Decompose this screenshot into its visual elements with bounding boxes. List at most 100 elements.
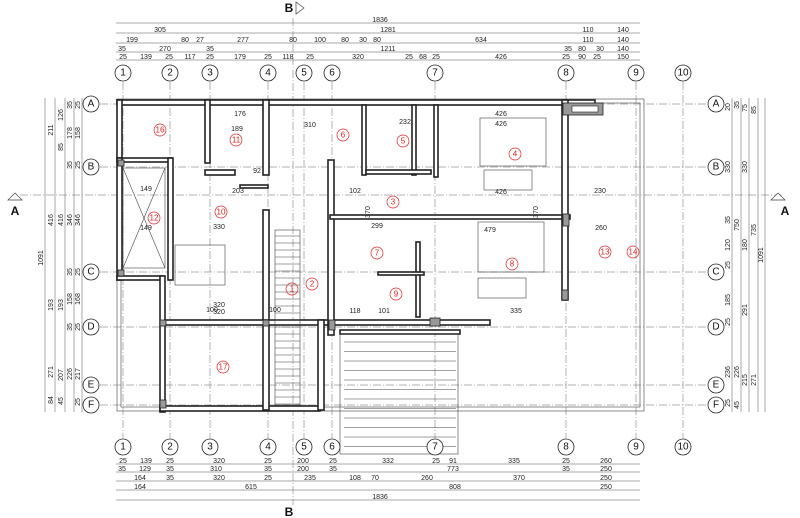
- dimension-label: 35: [264, 466, 272, 473]
- interior-dimension: 320: [213, 302, 225, 309]
- dimension-label: 100: [314, 37, 326, 44]
- interior-dimension: 118: [349, 308, 360, 315]
- dimension-label: 70: [371, 475, 379, 482]
- dimension-label: 320: [213, 475, 225, 482]
- interior-dimension: 426: [495, 111, 507, 118]
- grid-row-bubble: [707, 95, 725, 113]
- dimension-label: 140: [617, 46, 629, 53]
- dimension-label: 180: [742, 239, 749, 251]
- dimension-label: 346: [75, 214, 82, 226]
- dimension-label: 1091: [38, 250, 45, 266]
- room-number: 11: [232, 136, 241, 145]
- interior-dimension: 330: [213, 224, 225, 231]
- grid-row-label: F: [88, 400, 94, 411]
- dimension-label: 25: [306, 54, 314, 61]
- grid-column-label: 7: [432, 442, 438, 453]
- dimension-label: 139: [140, 54, 152, 61]
- dimension-label: 45: [58, 397, 65, 405]
- interior-dimension: 370: [533, 206, 540, 218]
- dimension-label: 1281: [380, 27, 396, 34]
- grid-row-bubble: [707, 376, 725, 394]
- dimension-label: 110: [582, 37, 593, 44]
- room-number: 2: [310, 280, 315, 289]
- grid-column-label: 10: [677, 442, 689, 453]
- grid-column-label: 4: [265, 68, 271, 79]
- dimension-label: 25: [432, 458, 440, 465]
- dimension-label: 193: [58, 299, 65, 311]
- dimension-label: 139: [140, 458, 152, 465]
- room-number-marker: [285, 282, 299, 296]
- dimension-label: 25: [562, 54, 570, 61]
- grid-row-label: D: [87, 322, 94, 333]
- dimension-label: 126: [58, 109, 65, 121]
- dimension-label: 35: [67, 268, 74, 276]
- bed-room-4: [479, 117, 547, 191]
- dimension-label: 91: [449, 458, 457, 465]
- dimension-label: 260: [421, 475, 433, 482]
- dimension-label: 35: [329, 466, 337, 473]
- room-number: 3: [391, 198, 396, 207]
- grid-row-bubble: [707, 263, 725, 281]
- room-number: 5: [401, 137, 406, 146]
- dimension-label: 129: [139, 466, 151, 473]
- room-number: 17: [219, 363, 228, 372]
- grid-row-label: F: [713, 400, 719, 411]
- grid-column-label: 5: [301, 442, 307, 453]
- dimension-lines: [44, 22, 766, 501]
- dimension-label: 35: [564, 46, 572, 53]
- grid-row-label: C: [87, 267, 94, 278]
- room-number-marker: [216, 360, 230, 374]
- section-arrow-icon: [295, 1, 305, 15]
- grid-column-label: 1: [120, 68, 126, 79]
- dimension-label: 25: [75, 323, 82, 331]
- dimension-label: 330: [742, 161, 749, 173]
- section-arrow-icon: [770, 192, 786, 201]
- dimension-label: 120: [725, 239, 732, 251]
- dimension-label: 277: [237, 37, 249, 44]
- grid-column-bubble: [161, 438, 179, 456]
- dimension-label: 35: [725, 216, 732, 224]
- dimension-label: 271: [48, 366, 55, 378]
- grid-column-label: 4: [265, 442, 271, 453]
- section-marker-right: A: [781, 204, 790, 218]
- dimension-label: 80: [373, 37, 381, 44]
- dimension-label: 25: [75, 161, 82, 169]
- grid-row-label: B: [88, 162, 95, 173]
- room-number-marker: [305, 277, 319, 291]
- dimension-label: 20: [725, 103, 732, 111]
- dimension-label: 150: [617, 54, 629, 61]
- dimension-label: 193: [48, 299, 55, 311]
- grid-column-bubble: [295, 64, 313, 82]
- dimension-label: 25: [405, 54, 413, 61]
- room-number-marker: [370, 246, 384, 260]
- dimension-label: 80: [341, 37, 349, 44]
- section-marker-left: A: [11, 204, 20, 218]
- dimension-label: 320: [213, 458, 225, 465]
- grid-column-label: 7: [432, 68, 438, 79]
- grid-row-bubble: [82, 376, 100, 394]
- grid-row-bubble: [707, 318, 725, 336]
- dimension-label: 35: [67, 161, 74, 169]
- dimension-label: 178: [67, 127, 74, 139]
- grid-column-bubble: [323, 438, 341, 456]
- room-number-marker: [214, 205, 228, 219]
- grid-column-bubble: [674, 438, 692, 456]
- grid-column-bubble: [557, 64, 575, 82]
- dimension-label: 416: [48, 214, 55, 226]
- grid-column-bubble: [201, 438, 219, 456]
- dimension-label: 199: [126, 37, 138, 44]
- grid-row-bubble: [82, 318, 100, 336]
- grid-row-bubble: [707, 158, 725, 176]
- dimension-label: 158: [75, 127, 82, 139]
- dimension-label: 117: [184, 54, 195, 61]
- dimension-label: 35: [67, 101, 74, 109]
- grid-column-label: 2: [167, 442, 173, 453]
- grid-row-label: C: [712, 267, 719, 278]
- interior-dimension: 370: [365, 206, 372, 218]
- dimension-label: 25: [264, 54, 272, 61]
- dimension-label: 25: [166, 458, 174, 465]
- interior-dimension: 189: [231, 126, 243, 133]
- dimension-label: 207: [58, 369, 65, 381]
- dimension-label: 85: [751, 106, 758, 114]
- room-number-marker: [626, 245, 640, 259]
